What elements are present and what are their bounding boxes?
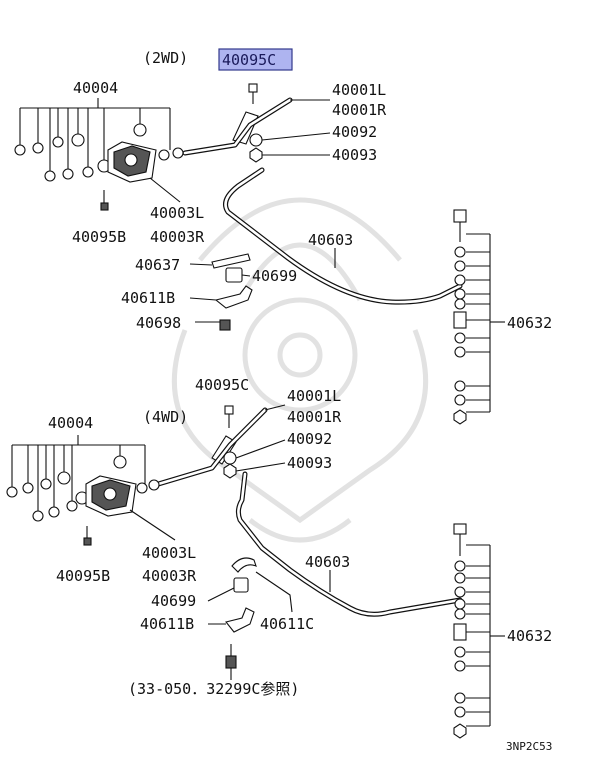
link-stack-40632-2wd [453,209,505,425]
bracket-40001-4wd [152,407,268,488]
bolt-40095c-4wd [224,405,234,428]
label-40092-4wd: 40092 [287,430,332,448]
label-40093-2wd: 40093 [332,146,377,164]
label-40092-2wd: 40092 [332,123,377,141]
watermark-emblem [171,197,429,543]
bolt-40095b-4wd [83,526,92,546]
label-40003r-2wd: 40003R [150,228,205,246]
section-2wd: (2WD) 40095C 40001L 40001R 40092 40093 4… [14,48,552,425]
label-40095c-4wd: 40095C [195,376,249,394]
section-4wd: 40095C (4WD) 40001L 40001R 40092 40093 4… [6,376,552,739]
bolt-40095c-2wd [248,83,258,104]
diagram-code: 3NP2C53 [506,740,552,753]
bracket-40611b-2wd [214,285,253,309]
bolt-40698-2wd [195,319,231,331]
label-40001l-4wd: 40001L [287,387,341,405]
stabilizer-bar-4wd [235,471,463,617]
label-40699-4wd: 40699 [151,592,196,610]
label-40611c-4wd: 40611C [260,615,314,633]
label-40001r-4wd: 40001R [287,408,342,426]
label-40004-4wd: 40004 [48,414,93,432]
label-40003r-4wd: 40003R [142,567,197,585]
bolt-reference-4wd [225,644,237,680]
mount-40003-2wd [107,141,157,183]
label-40093-4wd: 40093 [287,454,332,472]
section-2wd-title: (2WD) [143,49,188,67]
reference-note: (33-050．32299C参照) [128,680,299,698]
label-40637-2wd: 40637 [135,256,180,274]
label-40632-2wd: 40632 [507,314,552,332]
nut-40093-4wd [223,463,237,479]
clamp-40637-2wd [211,253,251,269]
label-40001l-2wd: 40001L [332,81,386,99]
bushing-40699-2wd [225,267,243,283]
section-4wd-title: (4WD) [143,408,188,426]
label-40699-2wd: 40699 [252,267,297,285]
bracket-40001-2wd [182,97,293,156]
bushing-set-40004-4wd [6,435,160,522]
label-40603-4wd: 40603 [305,553,350,571]
label-40003l-4wd: 40003L [142,544,196,562]
label-40001r-2wd: 40001R [332,101,387,119]
label-40603-2wd: 40603 [308,231,353,249]
label-40003l-2wd: 40003L [150,204,204,222]
washer-40092-2wd [249,133,263,147]
label-40698-2wd: 40698 [136,314,181,332]
washer-40092-4wd [223,451,237,465]
bushing-40699-4wd [233,577,249,593]
bolt-40095b-2wd [100,190,109,211]
label-40004-2wd: 40004 [73,79,118,97]
nut-40093-2wd [249,147,263,163]
highlighted-part-box[interactable] [218,48,293,71]
label-40611b-4wd: 40611B [140,615,194,633]
label-40632-4wd: 40632 [507,627,552,645]
link-stack-40632-4wd [453,523,505,739]
mount-40003-4wd [85,475,137,517]
bushing-set-40004-2wd [14,98,184,182]
label-40611b-2wd: 40611B [121,289,175,307]
label-40095b-4wd: 40095B [56,567,110,585]
label-40095b-2wd: 40095B [72,228,126,246]
bracket-40611b-4wd [225,607,255,633]
clamp-4wd [231,557,257,573]
label-40095c-highlighted[interactable]: 40095C [222,51,276,69]
